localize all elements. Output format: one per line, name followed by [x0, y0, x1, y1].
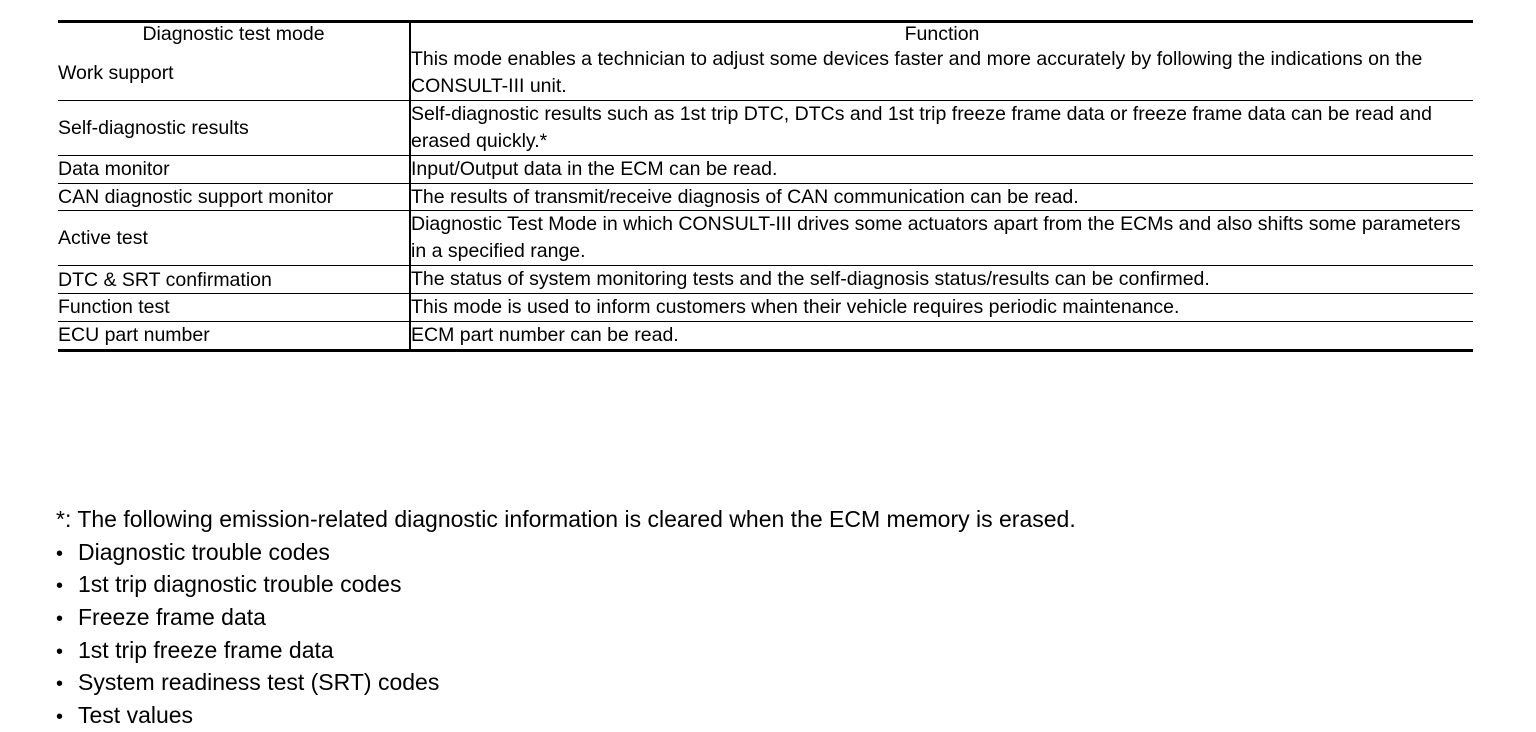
list-item: • Test values — [56, 699, 1496, 732]
list-item: • 1st trip diagnostic trouble codes — [56, 568, 1496, 601]
cell-function-can-diagnostic-support-monitor: The results of transmit/receive diagnosi… — [410, 183, 1473, 212]
diagnostic-test-mode-table: Diagnostic test mode Function Work suppo… — [58, 20, 1473, 352]
list-item-label: 1st trip diagnostic trouble codes — [78, 571, 402, 598]
bullet-icon: • — [56, 575, 64, 598]
bullet-icon: • — [56, 640, 64, 663]
list-item: • Diagnostic trouble codes — [56, 536, 1496, 569]
cell-function-self-diagnostic-results: Self-diagnostic results such as 1st trip… — [410, 100, 1473, 156]
cell-mode-data-monitor: Data monitor — [58, 155, 411, 184]
cell-function-function-test: This mode is used to inform customers wh… — [410, 293, 1473, 323]
cell-mode-can-diagnostic-support-monitor: CAN diagnostic support monitor — [58, 183, 411, 212]
list-item: • Freeze frame data — [56, 601, 1496, 634]
bullet-icon: • — [56, 542, 64, 565]
list-item: • System readiness test (SRT) codes — [56, 666, 1496, 699]
table-header-row: Diagnostic test mode Function — [58, 21, 1473, 46]
cell-function-work-support: This mode enables a technician to adjust… — [410, 46, 1473, 101]
list-item-label: System readiness test (SRT) codes — [78, 669, 440, 696]
list-item-label: Freeze frame data — [78, 603, 266, 630]
table-row: Active test Diagnostic Test Mode in whic… — [58, 210, 1473, 267]
list-item-label: Test values — [78, 701, 194, 728]
cell-mode-ecu-part-number: ECU part number — [58, 321, 411, 351]
table-row: DTC & SRT confirmation The status of sys… — [58, 265, 1473, 295]
column-header-function: Function — [904, 23, 980, 45]
footnote-text: *: The following emission-related diagno… — [56, 506, 1076, 532]
cell-function-ecu-part-number: ECM part number can be read. — [411, 324, 679, 347]
table-row: Self-diagnostic results Self-diagnostic … — [58, 100, 1473, 156]
table-row: ECU part number ECM part number can be r… — [58, 321, 1473, 351]
table-row: Function test This mode is used to infor… — [58, 293, 1473, 323]
footnote-block: *: The following emission-related diagno… — [56, 503, 1496, 732]
table-row: Work support This mode enables a technic… — [58, 46, 1473, 101]
list-item-label: Diagnostic trouble codes — [78, 538, 330, 565]
cell-function-dtc-srt-confirmation: The status of system monitoring tests an… — [410, 265, 1473, 295]
column-header-diagnostic-test-mode: Diagnostic test mode — [58, 21, 411, 46]
bullet-icon: • — [56, 673, 64, 696]
table-header: Diagnostic test mode Function — [58, 21, 1473, 46]
table-row: CAN diagnostic support monitor The resul… — [58, 183, 1473, 212]
cell-mode-function-test: Function test — [58, 293, 411, 323]
table-body: Work support This mode enables a technic… — [58, 46, 1473, 351]
table-row: Data monitor Input/Output data in the EC… — [58, 155, 1473, 184]
list-item-label: 1st trip freeze frame data — [78, 636, 334, 663]
cell-mode-active-test: Active test — [58, 210, 411, 267]
cell-function-active-test: Diagnostic Test Mode in which CONSULT-II… — [410, 210, 1473, 267]
list-item: • 1st trip freeze frame data — [56, 634, 1496, 667]
bullet-icon: • — [56, 607, 64, 630]
cell-function-data-monitor: Input/Output data in the ECM can be read… — [410, 155, 1473, 184]
cell-mode-self-diagnostic-results: Self-diagnostic results — [58, 100, 411, 156]
footnote-bullet-list: • Diagnostic trouble codes • 1st trip di… — [56, 536, 1496, 732]
cell-mode-work-support: Work support — [58, 46, 411, 101]
bullet-icon: • — [56, 705, 64, 728]
cell-mode-dtc-srt-confirmation: DTC & SRT confirmation — [58, 265, 411, 295]
